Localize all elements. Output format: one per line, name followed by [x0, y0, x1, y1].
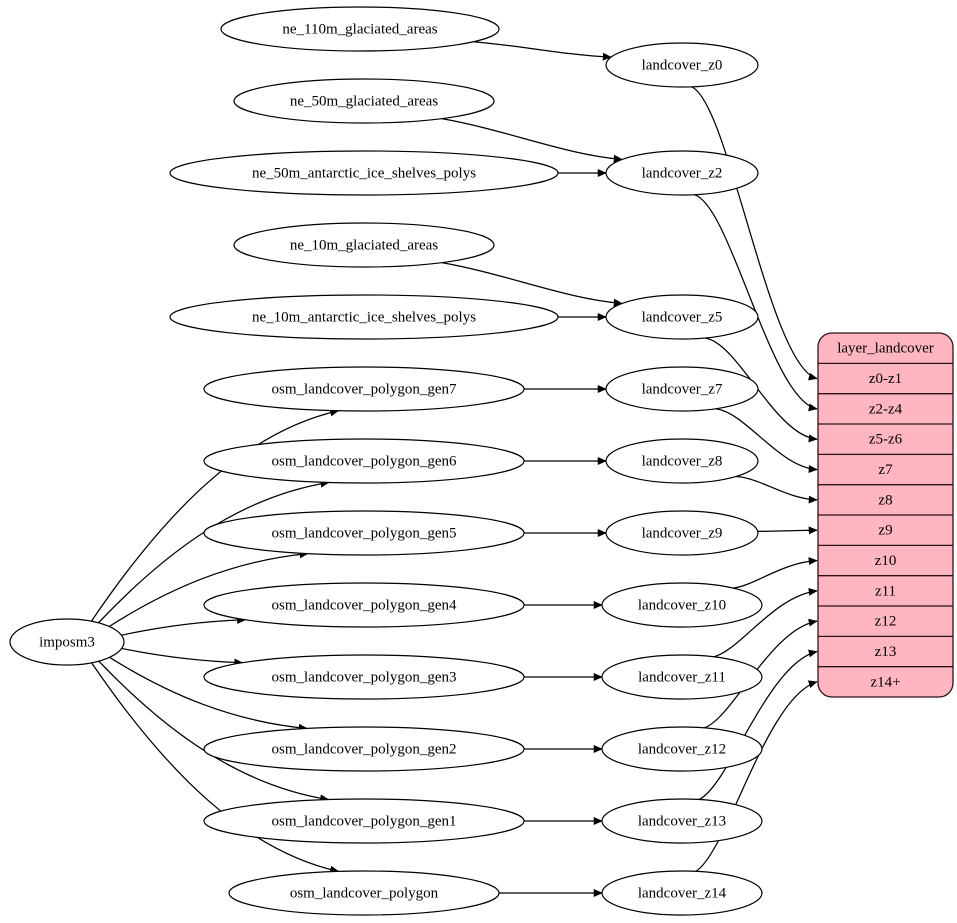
node-osm_landcover_polygon_gen6[interactable]: osm_landcover_polygon_gen6 [203, 438, 525, 484]
edge-landcover_z0-to-layer_landcover:z0-z1 [691, 86, 818, 381]
node-ne_10m_glaciated_areas[interactable]: ne_10m_glaciated_areas [233, 222, 495, 268]
edge-ne_110m_glaciated_areas-to-landcover_z0 [473, 41, 612, 61]
edge-imposm3-to-osm_landcover_polygon_gen7 [90, 408, 340, 622]
edge-landcover_z14-to-layer_landcover:z14+ [695, 680, 818, 872]
edge-imposm3-to-osm_landcover_polygon_gen5 [108, 550, 309, 628]
edge-ne_10m_glaciated_areas-to-landcover_z5 [441, 262, 623, 307]
node-landcover_z10[interactable]: landcover_z10 [601, 582, 763, 628]
node-ellipse-input [233, 78, 495, 124]
node-ellipse-input [169, 150, 559, 196]
record-table-layer_landcover[interactable]: layer_landcoverz0-z1z2-z4z5-z6z7z8z9z10z… [817, 332, 954, 698]
edge-imposm3-to-osm_landcover_polygon [91, 662, 340, 874]
node-ellipse-input [203, 438, 525, 484]
node-layer: imposm3 ne_110m_glaciated_areas ne_50m_gla… [9, 6, 763, 916]
node-ellipse-layer [605, 438, 759, 484]
node-landcover_z5[interactable]: landcover_z5 [605, 294, 759, 340]
node-ne_110m_glaciated_areas[interactable]: ne_110m_glaciated_areas [220, 6, 500, 52]
node-ellipse-input [203, 510, 525, 556]
node-ellipse-layer [601, 798, 763, 844]
node-landcover_z13[interactable]: landcover_z13 [601, 798, 763, 844]
node-ellipse-source [9, 618, 125, 666]
node-ne_10m_antarctic_ice_shelves_polys[interactable]: ne_10m_antarctic_ice_shelves_polys [169, 294, 559, 340]
node-ellipse-layer [605, 510, 759, 556]
node-osm_landcover_polygon_gen2[interactable]: osm_landcover_polygon_gen2 [203, 726, 525, 772]
edge-landcover_z8-to-layer_landcover:z8 [735, 475, 818, 504]
node-landcover_z7[interactable]: landcover_z7 [605, 366, 759, 412]
edge-landcover_z10-to-layer_landcover:z10 [733, 557, 818, 589]
node-osm_landcover_polygon[interactable]: osm_landcover_polygon [228, 870, 500, 916]
node-osm_landcover_polygon_gen1[interactable]: osm_landcover_polygon_gen1 [203, 798, 525, 844]
node-ellipse-input [220, 6, 500, 52]
node-ellipse-input [203, 798, 525, 844]
node-ellipse-input [203, 582, 525, 628]
node-ellipse-layer [605, 294, 759, 340]
node-ellipse-layer [601, 654, 763, 700]
node-imposm3[interactable]: imposm3 [9, 618, 125, 666]
edge-imposm3-to-osm_landcover_polygon_gen3 [121, 647, 244, 667]
node-ellipse-input [233, 222, 495, 268]
edge-landcover_z9-to-layer_landcover:z9 [757, 526, 818, 535]
node-ellipse-layer [605, 150, 759, 196]
edge-landcover_z2-to-layer_landcover:z2-z4 [694, 194, 818, 412]
node-landcover_z12[interactable]: landcover_z12 [601, 726, 763, 772]
node-ellipse-input [203, 726, 525, 772]
node-landcover_z8[interactable]: landcover_z8 [605, 438, 759, 484]
node-landcover_z11[interactable]: landcover_z11 [601, 654, 763, 700]
node-osm_landcover_polygon_gen5[interactable]: osm_landcover_polygon_gen5 [203, 510, 525, 556]
node-osm_landcover_polygon_gen4[interactable]: osm_landcover_polygon_gen4 [203, 582, 525, 628]
node-ellipse-input [203, 654, 525, 700]
node-ellipse-input [228, 870, 500, 916]
edge-landcover_z11-to-layer_landcover:z11 [713, 587, 818, 658]
edge-imposm3-to-osm_landcover_polygon_gen4 [121, 616, 247, 636]
node-ne_50m_antarctic_ice_shelves_polys[interactable]: ne_50m_antarctic_ice_shelves_polys [169, 150, 559, 196]
edge-layer [90, 41, 818, 897]
node-landcover_z14[interactable]: landcover_z14 [601, 870, 763, 916]
node-landcover_z2[interactable]: landcover_z2 [605, 150, 759, 196]
node-osm_landcover_polygon_gen7[interactable]: osm_landcover_polygon_gen7 [203, 366, 525, 412]
node-ne_50m_glaciated_areas[interactable]: ne_50m_glaciated_areas [233, 78, 495, 124]
node-landcover_z0[interactable]: landcover_z0 [605, 42, 759, 88]
node-ellipse-layer [605, 366, 759, 412]
edge-landcover_z7-to-layer_landcover:z7 [715, 408, 818, 473]
edge-imposm3-to-osm_landcover_polygon_gen2 [109, 656, 308, 732]
edge-landcover_z13-to-layer_landcover:z13 [698, 649, 818, 801]
node-landcover_z9[interactable]: landcover_z9 [605, 510, 759, 556]
node-ellipse-layer [601, 726, 763, 772]
node-ellipse-layer [601, 582, 763, 628]
edge-ne_50m_glaciated_areas-to-landcover_z2 [441, 118, 623, 163]
node-ellipse-layer [601, 870, 763, 916]
record-table-layer: layer_landcoverz0-z1z2-z4z5-z6z7z8z9z10z… [817, 332, 954, 698]
node-ellipse-layer [605, 42, 759, 88]
node-ellipse-input [203, 366, 525, 412]
node-ellipse-input [169, 294, 559, 340]
node-osm_landcover_polygon_gen3[interactable]: osm_landcover_polygon_gen3 [203, 654, 525, 700]
